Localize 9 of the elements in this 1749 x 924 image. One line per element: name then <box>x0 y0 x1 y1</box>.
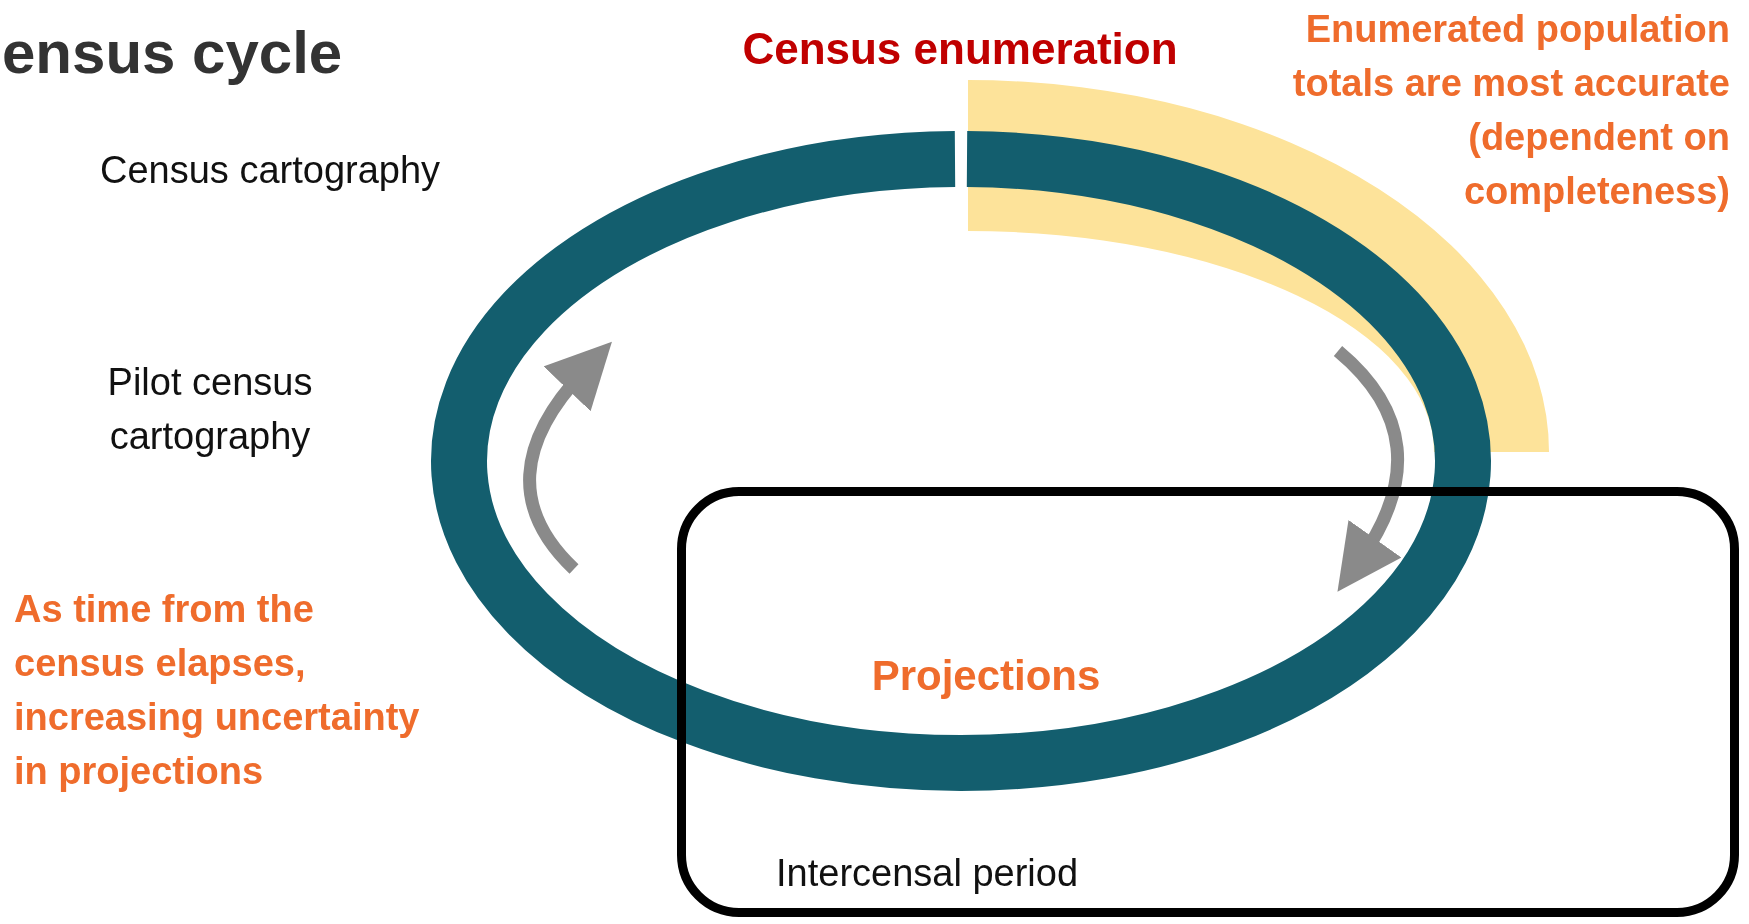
note-text: As time from the census elapses, increasing uncertainty in projections <box>14 587 421 794</box>
phase-label: Census cartography <box>100 148 442 193</box>
title: ensus cycle <box>2 18 344 88</box>
phase-label: Pilot census cartography <box>106 360 314 459</box>
note-text: Enumerated population totals are most accurate (dependent on completeness) <box>1291 7 1730 214</box>
frame-label: Intercensal period <box>776 851 1079 896</box>
period-frame <box>677 487 1739 917</box>
stage-label: Projections <box>846 646 1126 706</box>
section-heading: Census enumeration <box>741 23 1179 75</box>
